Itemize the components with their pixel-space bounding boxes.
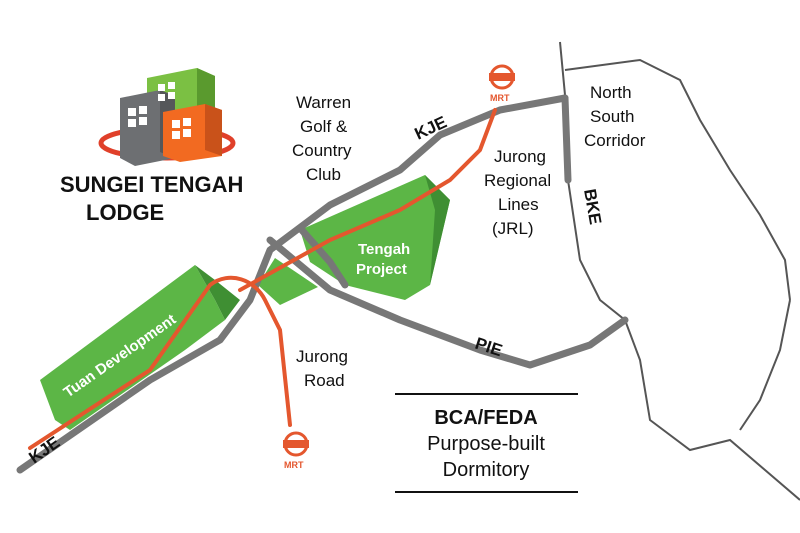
nsc-line1: North: [590, 83, 632, 102]
note-line1: BCA/FEDA: [434, 407, 537, 429]
mrt-marker-top: MRT: [489, 64, 515, 103]
nsc-line3: Corridor: [584, 131, 646, 150]
note-line3: Dormitory: [443, 459, 530, 481]
brand-name-line2: LODGE: [86, 200, 164, 225]
pie-road: [266, 236, 629, 369]
pie-label: PIE: [473, 334, 505, 361]
tuan-development-zone: [40, 265, 225, 430]
mrt-marker-bottom: MRT: [283, 431, 309, 470]
jrl-line4: (JRL): [492, 219, 534, 238]
note-line2: Purpose-built: [427, 433, 545, 455]
jurong-road-line1: Jurong: [296, 347, 348, 366]
road-network: [16, 94, 629, 474]
brand-logo: [98, 68, 236, 166]
tuan-zone-edge: [195, 265, 240, 320]
jrl-line3: Lines: [498, 195, 539, 214]
mrt-top-label: MRT: [490, 93, 510, 103]
warren-line1: Warren: [296, 93, 351, 112]
warren-line3: Country: [292, 141, 352, 160]
junction-connector: [296, 224, 349, 289]
mrt-line-branch: [238, 108, 497, 292]
jrl-line1: Jurong: [494, 147, 546, 166]
bke-label: BKE: [580, 187, 605, 226]
tengah-label-line1: Tengah: [358, 241, 410, 258]
mrt-line: [28, 275, 292, 450]
jurong-road-line2: Road: [304, 371, 345, 390]
mrt-bottom-label: MRT: [284, 460, 304, 470]
tengah-zone-edge: [425, 175, 450, 285]
bke-road: [561, 94, 572, 184]
warren-line2: Golf &: [300, 117, 348, 136]
jrl-line2: Regional: [484, 171, 551, 190]
brand-name-line1: SUNGEI TENGAH: [60, 172, 243, 197]
nsc-line2: South: [590, 107, 634, 126]
warren-line4: Club: [306, 165, 341, 184]
tengah-label-line2: Project: [356, 261, 407, 278]
